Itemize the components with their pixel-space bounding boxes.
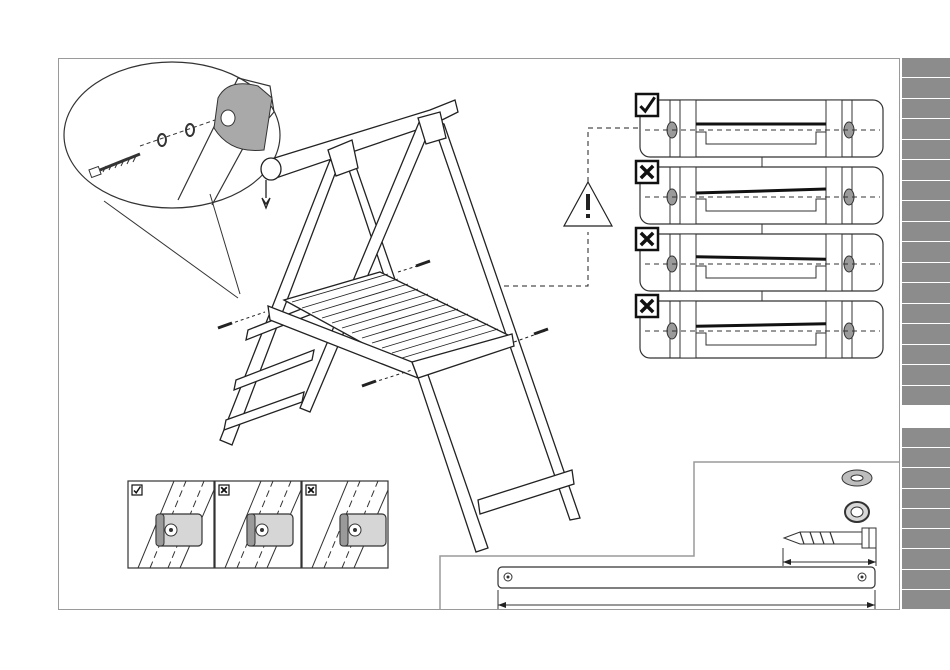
- cross-box-icon: [636, 161, 658, 183]
- lag-screw-icon: [783, 528, 876, 566]
- alignment-panels: [636, 94, 883, 358]
- flat-bar-icon: [498, 567, 875, 609]
- checkmark-box-icon: [132, 485, 142, 495]
- cross-box-icon: [636, 228, 658, 250]
- washer-icon: [842, 470, 872, 486]
- warning-callout: [504, 128, 640, 286]
- bracket-panel: [215, 481, 301, 568]
- hook-icon: [262, 198, 270, 208]
- bracket-panel: [128, 481, 214, 568]
- cross-box-icon: [306, 485, 316, 495]
- checkmark-box-icon: [636, 94, 658, 116]
- detail-zoom-bubble: [64, 62, 280, 298]
- alignment-panel: [636, 228, 883, 301]
- washer-icon: [158, 134, 166, 146]
- alignment-panel: [636, 94, 883, 167]
- spring-washer-icon: [845, 502, 869, 522]
- bracket-panel: [302, 481, 388, 568]
- cross-box-icon: [219, 485, 229, 495]
- alignment-panel: [636, 295, 883, 358]
- alignment-panel: [636, 161, 883, 234]
- cross-box-icon: [636, 295, 658, 317]
- bracket-panels: [128, 481, 388, 568]
- parts-box: [440, 462, 900, 610]
